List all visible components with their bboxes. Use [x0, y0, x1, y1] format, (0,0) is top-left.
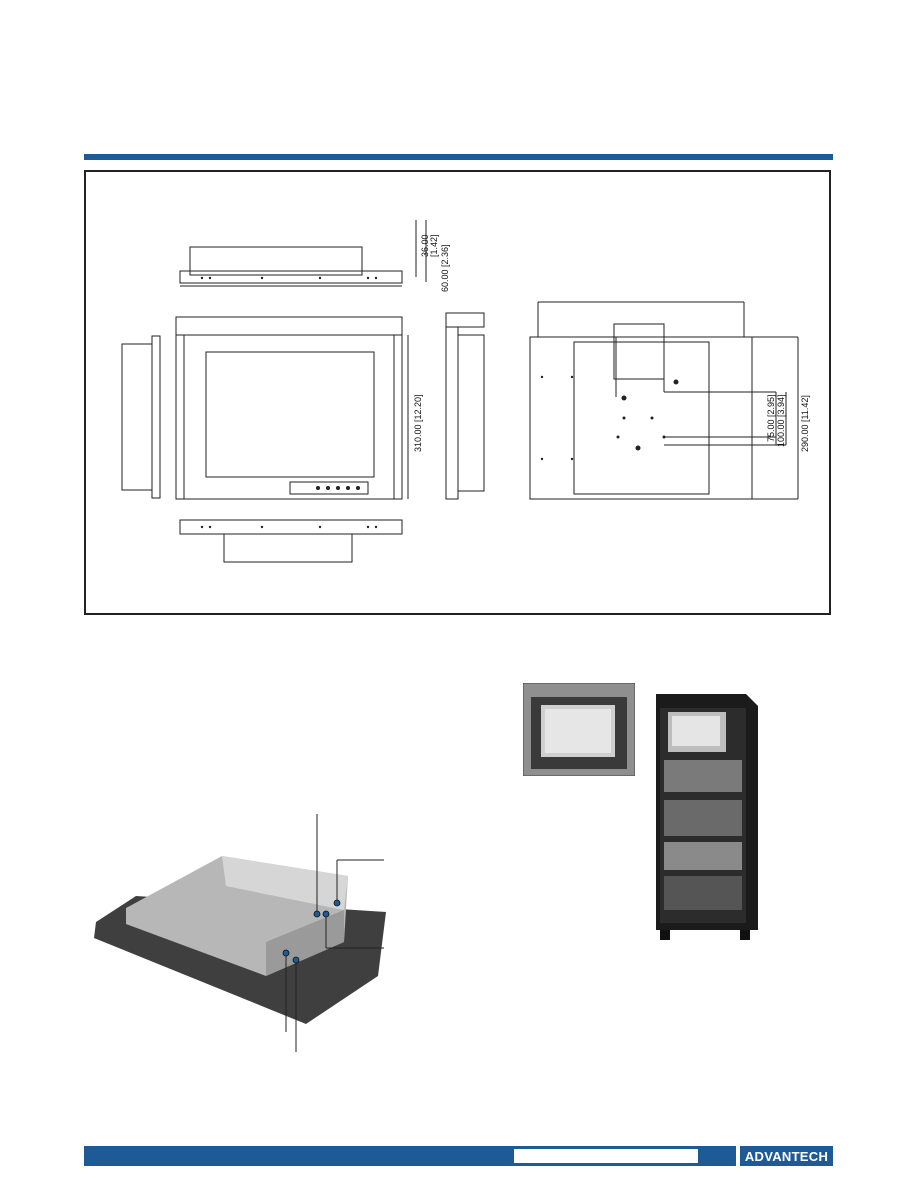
footer-page-field: [514, 1149, 698, 1163]
advantech-logo: ADVANTECH: [740, 1146, 833, 1166]
bottom-view-body: [223, 533, 353, 563]
mechanical-drawing-frame: 36.00 [1.42] 60.00 [2.36] 310.00 [12.20]…: [84, 170, 831, 615]
top-rule: [84, 154, 833, 160]
left-side-view-flange: [151, 335, 161, 499]
dim-depth-bracket: 60.00 [2.36]: [440, 244, 450, 292]
front-view-bezel: [175, 316, 403, 500]
front-view-screen: [205, 351, 375, 478]
left-side-view-body: [121, 343, 153, 491]
top-view-flange: [179, 270, 403, 284]
right-side-view-flange: [445, 326, 459, 500]
rear-view-outline: [529, 336, 753, 500]
dimension-drawing: 36.00 [1.42] 60.00 [2.36] 310.00 [12.20]…: [121, 220, 810, 563]
front-view-osd-keys: [289, 481, 369, 495]
dim-vesa-75: 75.00 [2.95]: [766, 394, 776, 442]
dim-depth-top: 36.00: [420, 234, 430, 257]
dim-depth-top-in: [1.42]: [429, 234, 439, 257]
top-view-body: [189, 246, 363, 276]
rack-mount-inset-photo: [523, 683, 635, 776]
dim-vesa-100: 100.00 [3.94]: [776, 394, 786, 447]
dim-front-height: 310.00 [12.20]: [413, 394, 423, 452]
rack-cabinet-photo: [640, 690, 760, 945]
rear-view-housing: [573, 341, 710, 495]
right-side-view-body: [457, 334, 485, 492]
rear-panel-connector-photo: [86, 810, 396, 1055]
dim-rear-height: 290.00 [11.42]: [800, 395, 810, 452]
